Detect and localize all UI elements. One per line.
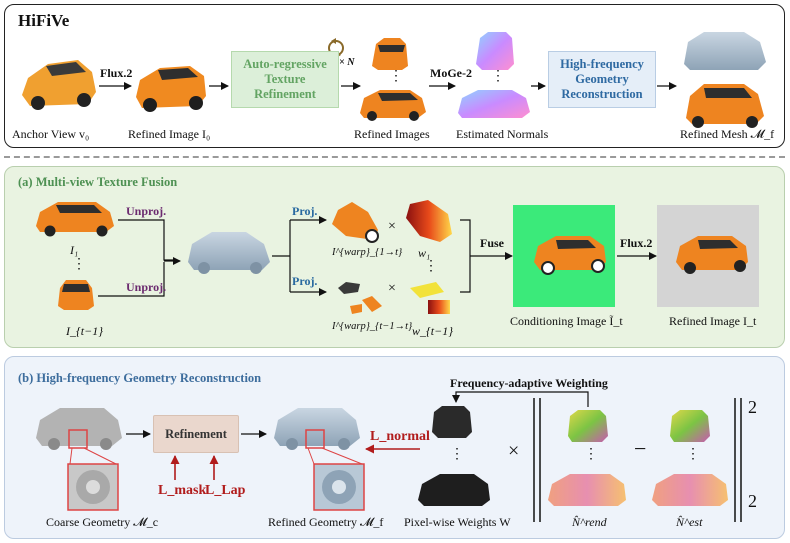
- warped-image-2: [338, 282, 382, 314]
- label-w1: w₁: [418, 246, 431, 260]
- iteration-count-label: × N: [339, 57, 355, 68]
- refined-mesh-image: [684, 32, 766, 128]
- inputs-dots: ⋮: [72, 257, 86, 272]
- times-b: ×: [508, 440, 520, 462]
- coarse-geometry-caption: Coarse Geometry 𝓜_c: [46, 515, 159, 529]
- est-dots: ⋮: [686, 447, 700, 462]
- fuse-label: Fuse: [480, 236, 504, 250]
- proj-label-2: Proj.: [292, 274, 318, 288]
- n-est-label: N̂^est: [676, 515, 703, 529]
- label-warp-1: I^{warp}_{1→t}: [332, 247, 403, 258]
- label-warp-2: I^{warp}_{t−1→t}: [332, 321, 413, 332]
- warped-image-1: [332, 202, 379, 243]
- refined-it-caption: Refined Image I_t: [669, 314, 757, 328]
- pixel-weights-image: [418, 406, 490, 506]
- refined-mesh-caption: Refined Mesh 𝓜_f: [680, 127, 775, 141]
- unproj-label-2: Unproj.: [126, 280, 167, 294]
- refined-geometry-caption: Refined Geometry 𝓜_f: [268, 515, 384, 529]
- coarse-geometry-image: [36, 408, 122, 511]
- weight-map-t1: [410, 282, 450, 314]
- refined-i0-caption: Refined Image I₀: [128, 127, 211, 141]
- label-wt1: w_{t−1}: [412, 324, 454, 338]
- estimated-normals-image: [652, 410, 728, 506]
- section-divider: [4, 156, 785, 158]
- pixel-weights-caption: Pixel-wise Weights W: [404, 515, 511, 529]
- input-view-i1-image: [36, 202, 114, 237]
- anchor-car-image: [22, 60, 96, 110]
- loss-mask-label: L_mask: [158, 483, 207, 498]
- refinement-box: Refinement: [153, 415, 239, 453]
- refined-geometry-image: [274, 408, 365, 511]
- refined-output-car: [676, 236, 748, 274]
- geometry-reconstruction-panel: [4, 356, 785, 539]
- coarse-mesh-image: [188, 232, 270, 274]
- hifive-title: HiFiVe: [18, 11, 70, 30]
- subscript-2: 2: [748, 491, 757, 511]
- estimated-normals-stack: [458, 32, 530, 118]
- anchor-view-caption: Anchor View v₀: [12, 127, 90, 141]
- loss-lap-label: L_Lap: [205, 483, 246, 498]
- conditioning-car: [534, 236, 606, 275]
- flux-label-a: Flux.2: [620, 236, 653, 250]
- refined-images-stack: [360, 38, 426, 121]
- times-2: ×: [388, 281, 396, 296]
- estimated-normals-caption: Estimated Normals: [456, 127, 549, 141]
- geometry-reconstruction-title: (b) High-frequency Geometry Reconstructi…: [18, 371, 262, 385]
- texture-fusion-title: (a) Multi-view Texture Fusion: [18, 175, 178, 189]
- autoregressive-texture-refinement-box: Auto-regressive Texture Refinement: [231, 51, 339, 108]
- label-i1: I₁: [70, 243, 79, 257]
- weights-dots-b: ⋮: [450, 447, 464, 462]
- flux-label: Flux.2: [100, 66, 133, 80]
- normals-dots: ⋮: [491, 69, 505, 84]
- rendered-normals-image: [548, 410, 626, 506]
- conditioning-caption: Conditioning Image Ĩ_t: [510, 314, 623, 328]
- weight-map-1: [406, 200, 452, 242]
- exponent-2: 2: [748, 397, 757, 417]
- rend-dots: ⋮: [584, 447, 598, 462]
- high-frequency-geometry-reconstruction-box: High-frequency Geometry Reconstruction: [548, 51, 656, 108]
- proj-label-1: Proj.: [292, 204, 318, 218]
- refined-images-dots: ⋮: [389, 69, 403, 84]
- label-it1: I_{t−1}: [66, 324, 104, 338]
- refined-images-caption: Refined Images: [354, 127, 430, 141]
- unproj-label-1: Unproj.: [126, 204, 167, 218]
- frequency-weighting-label: Frequency-adaptive Weighting: [450, 376, 608, 390]
- refined-i0-car-image: [136, 66, 206, 112]
- minus-sign: −: [634, 436, 647, 461]
- moge-label: MoGe-2: [430, 66, 472, 80]
- loss-normal-label: L_normal: [370, 429, 430, 444]
- n-rend-label: N̂^rend: [572, 515, 607, 529]
- weights-dots: ⋮: [424, 259, 438, 274]
- times-1: ×: [388, 219, 396, 234]
- input-view-it1-image: [58, 280, 94, 310]
